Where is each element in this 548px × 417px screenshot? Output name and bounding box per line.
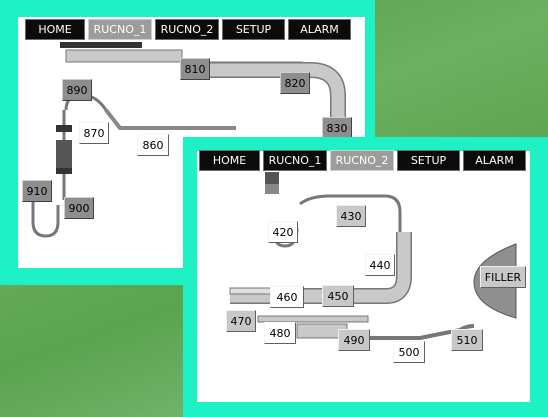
tab-setup[interactable]: SETUP <box>222 19 285 40</box>
conveyor-rail-860 <box>104 108 236 130</box>
station-900[interactable]: 900 <box>64 197 94 219</box>
tab-home[interactable]: HOME <box>199 150 260 171</box>
screen1-nav: HOME RUCNO_1 RUCNO_2 SETUP ALARM <box>25 19 351 40</box>
tab-alarm[interactable]: ALARM <box>288 19 351 40</box>
valve-bottom <box>56 168 72 174</box>
conveyor-bottom-loop <box>31 200 60 238</box>
tab-rucno-2[interactable]: RUCNO_2 <box>155 19 219 40</box>
conveyor-470-480 <box>257 315 369 323</box>
station-450[interactable]: 450 <box>322 285 354 307</box>
hopper-top <box>265 172 279 184</box>
station-460[interactable]: 460 <box>270 286 304 308</box>
station-910[interactable]: 910 <box>22 180 52 202</box>
hopper-bottom <box>265 184 279 194</box>
conveyor-top-left <box>65 49 183 63</box>
conveyor-430-440 <box>299 194 402 290</box>
conveyor-curve-right-fill <box>210 63 345 128</box>
station-820[interactable]: 820 <box>280 72 310 94</box>
valve-body <box>56 140 72 168</box>
station-490[interactable]: 490 <box>338 329 370 351</box>
station-890[interactable]: 890 <box>62 79 92 101</box>
tab-home[interactable]: HOME <box>25 19 85 40</box>
station-440[interactable]: 440 <box>365 254 395 276</box>
station-860[interactable]: 860 <box>137 134 169 156</box>
tab-rucno-1[interactable]: RUCNO_1 <box>263 150 327 171</box>
tab-rucno-1[interactable]: RUCNO_1 <box>88 19 152 40</box>
tab-setup[interactable]: SETUP <box>397 150 460 171</box>
tab-alarm[interactable]: ALARM <box>463 150 526 171</box>
station-480[interactable]: 480 <box>264 322 296 344</box>
station-510[interactable]: 510 <box>451 329 483 351</box>
conveyor-450-curve-fill <box>230 232 411 303</box>
station-870[interactable]: 870 <box>79 122 109 144</box>
filler-label[interactable]: FILLER <box>480 266 526 288</box>
station-470[interactable]: 470 <box>226 310 256 332</box>
top-rail <box>60 42 142 48</box>
station-420[interactable]: 420 <box>268 221 298 243</box>
tab-rucno-2[interactable]: RUCNO_2 <box>330 150 394 171</box>
valve-top <box>56 125 72 132</box>
station-810[interactable]: 810 <box>180 58 210 80</box>
station-430[interactable]: 430 <box>336 205 366 227</box>
station-500[interactable]: 500 <box>393 341 425 363</box>
screen2-nav: HOME RUCNO_1 RUCNO_2 SETUP ALARM <box>199 150 526 171</box>
